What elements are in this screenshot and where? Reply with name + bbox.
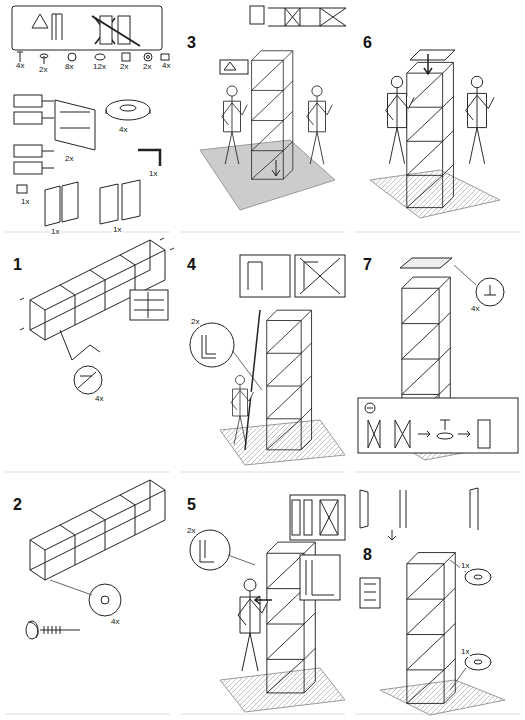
- quantity-label: 4x: [470, 305, 480, 314]
- step-number: 3: [186, 34, 197, 52]
- step-number: 7: [362, 256, 373, 274]
- quantity-label: 2x: [64, 155, 74, 164]
- quantity-label: 1x: [112, 226, 122, 235]
- quantity-label: 1x: [20, 198, 30, 207]
- quantity-label: 12x: [92, 63, 107, 72]
- quantity-label: 1x: [50, 228, 60, 237]
- quantity-label: 2x: [186, 527, 196, 536]
- step-number: 5: [186, 496, 197, 514]
- quantity-label: 1x: [148, 170, 158, 179]
- quantity-label: 4x: [118, 126, 128, 135]
- step-number: 6: [362, 34, 373, 52]
- quantity-label: 2x: [119, 63, 129, 72]
- step-number: 8: [362, 546, 373, 564]
- quantity-label: 1x: [460, 648, 470, 657]
- step-number: 1: [12, 256, 23, 274]
- quantity-label: 2x: [190, 318, 200, 327]
- quantity-label: 2x: [38, 66, 48, 75]
- quantity-label: 4x: [110, 618, 120, 627]
- step-number: 4: [186, 256, 197, 274]
- quantity-label: 1x: [460, 562, 470, 571]
- quantity-label: 2x: [142, 63, 152, 72]
- quantity-label: 4x: [94, 395, 104, 404]
- quantity-label: 8x: [64, 63, 74, 72]
- step-number: 2: [12, 496, 23, 514]
- quantity-label: 4x: [161, 62, 171, 71]
- quantity-label: 4x: [15, 62, 25, 71]
